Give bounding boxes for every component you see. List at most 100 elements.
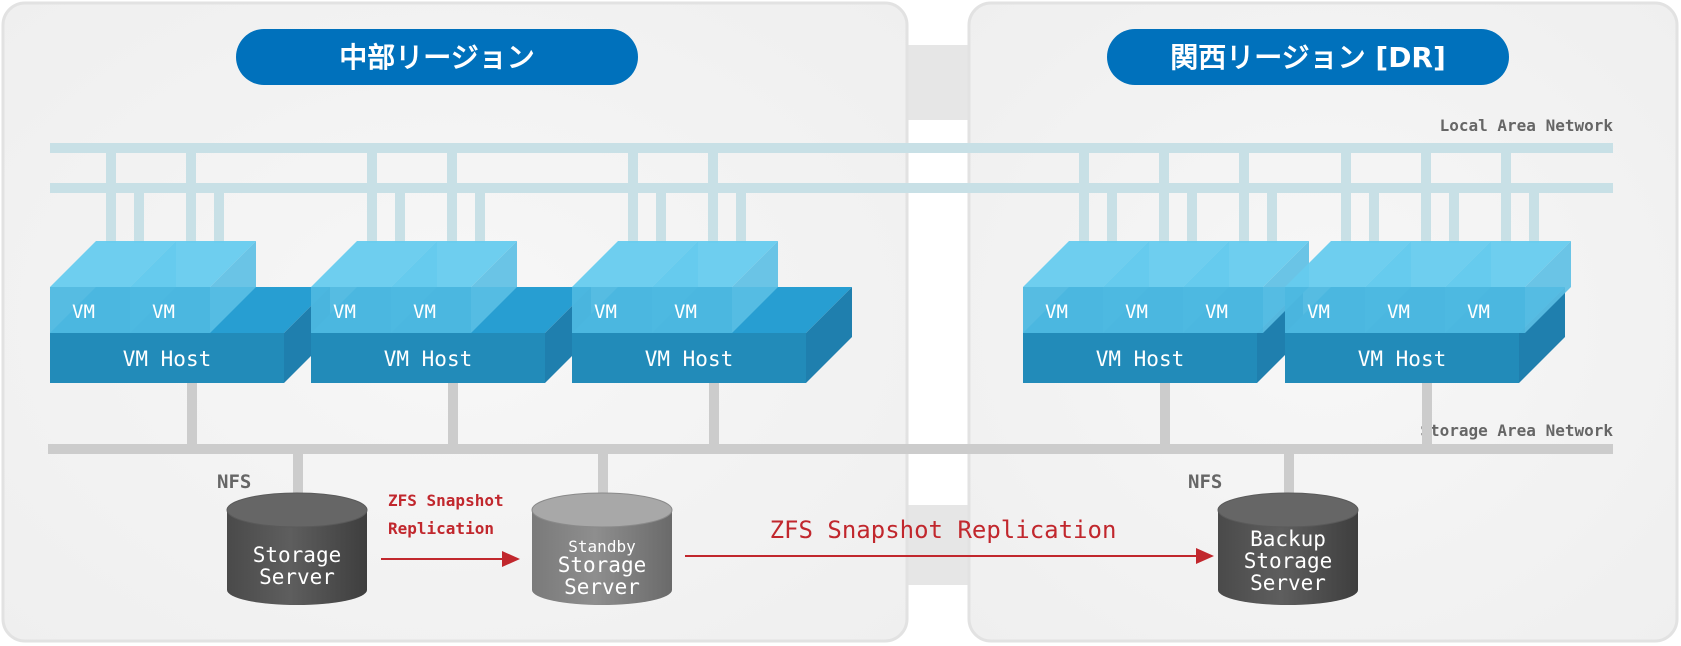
vm-label: VM bbox=[413, 301, 436, 323]
vm-host: VM Host VM VM bbox=[50, 241, 330, 383]
vm-label: VM bbox=[1205, 301, 1228, 323]
storage-connections bbox=[293, 454, 1294, 496]
lan-bus-upper bbox=[50, 143, 1613, 153]
storage-standby-line3: Server bbox=[564, 575, 640, 599]
lan-bus-lower bbox=[50, 183, 1613, 193]
lan-drop bbox=[1421, 153, 1431, 243]
lan-drop bbox=[1449, 193, 1459, 243]
lan-drop bbox=[134, 193, 144, 243]
vm-label: VM bbox=[674, 301, 697, 323]
storage-area-network: Storage Area Network bbox=[48, 421, 1613, 454]
lan-drop bbox=[708, 153, 718, 243]
host-front-face bbox=[311, 333, 545, 383]
inter-region-connector bbox=[900, 45, 975, 585]
lan-drop bbox=[1529, 193, 1539, 243]
host-front-face bbox=[572, 333, 806, 383]
region-title-chubu: 中部リージョン bbox=[339, 41, 534, 74]
vm: VM bbox=[391, 241, 517, 333]
vm-label: VM bbox=[594, 301, 617, 323]
vm-label: VM bbox=[1467, 301, 1490, 323]
region-title-kansai: 関西リージョン [DR] bbox=[1170, 41, 1446, 74]
vm-front-face bbox=[130, 287, 210, 333]
region-badge-chubu: 中部リージョン bbox=[236, 29, 638, 85]
replication-arrow-local: ZFS Snapshot Replication bbox=[381, 491, 520, 567]
lan-drop bbox=[367, 153, 377, 243]
lan-drop bbox=[475, 193, 485, 243]
vm-label: VM bbox=[152, 301, 175, 323]
vm-front-face bbox=[391, 287, 471, 333]
lan-drop bbox=[214, 193, 224, 243]
lan-drop bbox=[1187, 193, 1197, 243]
arrowhead-icon bbox=[502, 551, 520, 567]
vm-top-face bbox=[1023, 241, 1149, 287]
vm-label: VM bbox=[1307, 301, 1330, 323]
vm-side-face bbox=[1525, 241, 1571, 333]
storage-server-backup: Backup Storage Server bbox=[1217, 492, 1359, 605]
nfs-label-backup: NFS bbox=[1188, 471, 1222, 493]
vm-label: VM bbox=[333, 301, 356, 323]
vm-front-face bbox=[1365, 287, 1445, 333]
vm-side-face bbox=[471, 241, 517, 333]
storage-server-standby: Standby Storage Server bbox=[531, 492, 673, 605]
vm-top-face bbox=[652, 241, 778, 287]
replication-remote-label: ZFS Snapshot Replication bbox=[770, 516, 1117, 544]
replication-local-line1: ZFS Snapshot bbox=[388, 491, 504, 510]
storage-primary-line2: Server bbox=[259, 565, 335, 589]
vm-top-face bbox=[1183, 241, 1309, 287]
vm-top-face bbox=[572, 241, 698, 287]
vm-top-face bbox=[1445, 241, 1571, 287]
vm-front-face bbox=[1023, 287, 1103, 333]
storage-primary-line1: Storage bbox=[253, 543, 342, 567]
san-label: Storage Area Network bbox=[1420, 421, 1613, 440]
vm: VM bbox=[652, 241, 778, 333]
replication-arrow-remote: ZFS Snapshot Replication bbox=[685, 516, 1214, 564]
host-label: VM Host bbox=[645, 347, 734, 371]
host-side-face bbox=[806, 287, 852, 383]
vm-side-face bbox=[210, 241, 256, 333]
lan-drop bbox=[395, 193, 405, 243]
lan-drop bbox=[656, 193, 666, 243]
vm-top-face bbox=[1285, 241, 1411, 287]
vm-front-face bbox=[1445, 287, 1525, 333]
lan-drop bbox=[1079, 153, 1089, 243]
host-front-face bbox=[1285, 333, 1519, 383]
storage-backup-line2: Storage bbox=[1244, 549, 1333, 573]
vm-top-face bbox=[311, 241, 437, 287]
vm: VM bbox=[1445, 241, 1571, 333]
vm-front-face bbox=[50, 287, 130, 333]
host-front-face bbox=[1023, 333, 1257, 383]
lan-drop bbox=[628, 153, 638, 243]
lan-label: Local Area Network bbox=[1440, 116, 1614, 135]
lan-drop bbox=[186, 153, 196, 243]
host-front-face bbox=[50, 333, 284, 383]
vm-top-face bbox=[50, 241, 176, 287]
vm-top-face bbox=[130, 241, 256, 287]
local-area-network: Local Area Network bbox=[50, 116, 1613, 193]
storage-standby-line1: Standby bbox=[568, 537, 636, 556]
lan-drop bbox=[1239, 153, 1249, 243]
san-drop bbox=[1422, 383, 1432, 445]
vm-top-face bbox=[1103, 241, 1229, 287]
region-badge-kansai: 関西リージョン [DR] bbox=[1107, 29, 1509, 85]
san-drop bbox=[709, 383, 719, 445]
vm: VM bbox=[130, 241, 256, 333]
host-label: VM Host bbox=[123, 347, 212, 371]
vm-front-face bbox=[1183, 287, 1263, 333]
vm-front-face bbox=[311, 287, 391, 333]
storage-standby-line2: Storage bbox=[558, 553, 647, 577]
vm-top-face bbox=[391, 241, 517, 287]
vm-label: VM bbox=[72, 301, 95, 323]
host-label: VM Host bbox=[1096, 347, 1185, 371]
vm: VM bbox=[1183, 241, 1309, 333]
san-drop bbox=[1160, 383, 1170, 445]
storage-backup-line1: Backup bbox=[1250, 527, 1326, 551]
host-label: VM Host bbox=[384, 347, 473, 371]
vm-front-face bbox=[1285, 287, 1365, 333]
lan-drop bbox=[1369, 193, 1379, 243]
vm-front-face bbox=[572, 287, 652, 333]
vm-label: VM bbox=[1045, 301, 1068, 323]
